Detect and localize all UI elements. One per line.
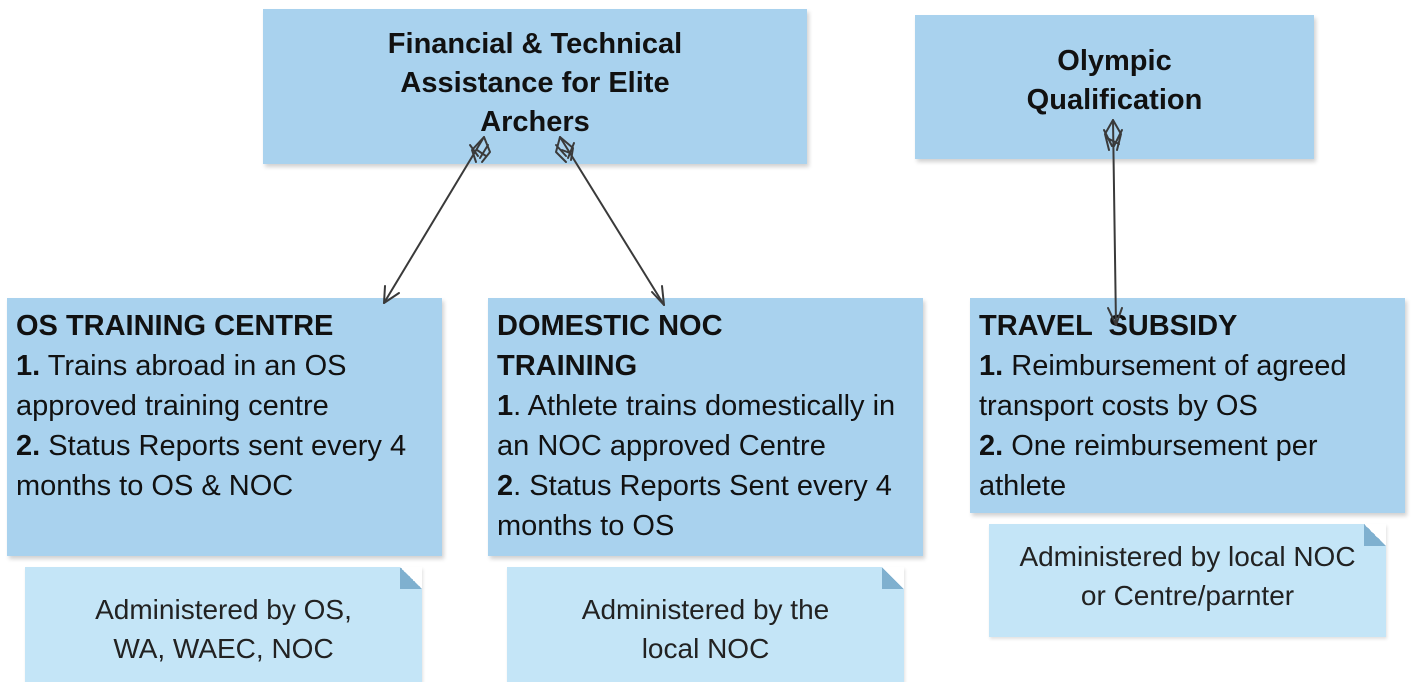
- item-number: 1: [497, 390, 514, 422]
- item-text: . Status Reports Sent every 4 months to …: [497, 470, 892, 542]
- olympic-qualification-title: Olympic Qualification: [1026, 45, 1203, 116]
- travel-subsidy-title: TRAVEL SUBSIDY: [979, 310, 1238, 342]
- item-number: 1.: [979, 350, 1004, 382]
- financial-assistance-box: Financial & Technical Assistance for Eli…: [263, 9, 807, 164]
- page-fold-icon: [400, 567, 422, 589]
- item-text: One reimbursement per athlete: [979, 430, 1318, 502]
- domestic-item-1: 1. Athlete trains domestically in an NOC…: [497, 386, 915, 466]
- arrow-to-travel-subsidy: [1103, 119, 1123, 326]
- arrow-to-domestic-noc: [555, 136, 665, 306]
- os-admin-text: Administered by OS, WA, WAEC, NOC: [95, 593, 352, 664]
- domestic-admin-text: Administered by the local NOC: [581, 593, 830, 664]
- item-number: 2.: [16, 430, 41, 462]
- os-training-centre-box: OS TRAINING CENTRE 1. Trains abroad in a…: [7, 298, 442, 556]
- domestic-noc-training-title: DOMESTIC NOC TRAINING: [497, 310, 723, 382]
- domestic-noc-training-box: DOMESTIC NOC TRAINING 1. Athlete trains …: [488, 298, 923, 556]
- os-item-1: 1. Trains abroad in an OS approved train…: [16, 346, 434, 426]
- page-fold-icon: [882, 567, 904, 589]
- os-admin-note: Administered by OS, WA, WAEC, NOC: [25, 567, 422, 682]
- item-number: 1.: [16, 350, 41, 382]
- item-number: 2.: [979, 430, 1004, 462]
- item-text: Status Reports sent every 4 months to OS…: [16, 430, 407, 502]
- travel-admin-note: Administered by local NOC or Centre/parn…: [989, 524, 1386, 637]
- page-fold-icon: [1364, 524, 1386, 546]
- item-text: Reimbursement of agreed transport costs …: [979, 350, 1347, 422]
- travel-subsidy-box: TRAVEL SUBSIDY 1. Reimbursement of agree…: [970, 298, 1405, 513]
- os-training-centre-title: OS TRAINING CENTRE: [16, 310, 334, 342]
- olympic-qualification-box: Olympic Qualification: [915, 15, 1314, 159]
- financial-assistance-title: Financial & Technical Assistance for Eli…: [387, 28, 683, 138]
- travel-item-2: 2. One reimbursement per athlete: [979, 426, 1397, 506]
- travel-item-1: 1. Reimbursement of agreed transport cos…: [979, 346, 1397, 426]
- domestic-admin-note: Administered by the local NOC: [507, 567, 904, 682]
- arrow-to-os-training: [383, 136, 491, 304]
- domestic-item-2: 2. Status Reports Sent every 4 months to…: [497, 466, 915, 546]
- item-text: . Athlete trains domestically in an NOC …: [497, 390, 896, 462]
- travel-admin-text: Administered by local NOC or Centre/parn…: [1019, 540, 1356, 611]
- item-text: Trains abroad in an OS approved training…: [16, 350, 347, 422]
- item-number: 2: [497, 470, 514, 502]
- os-item-2: 2. Status Reports sent every 4 months to…: [16, 426, 434, 506]
